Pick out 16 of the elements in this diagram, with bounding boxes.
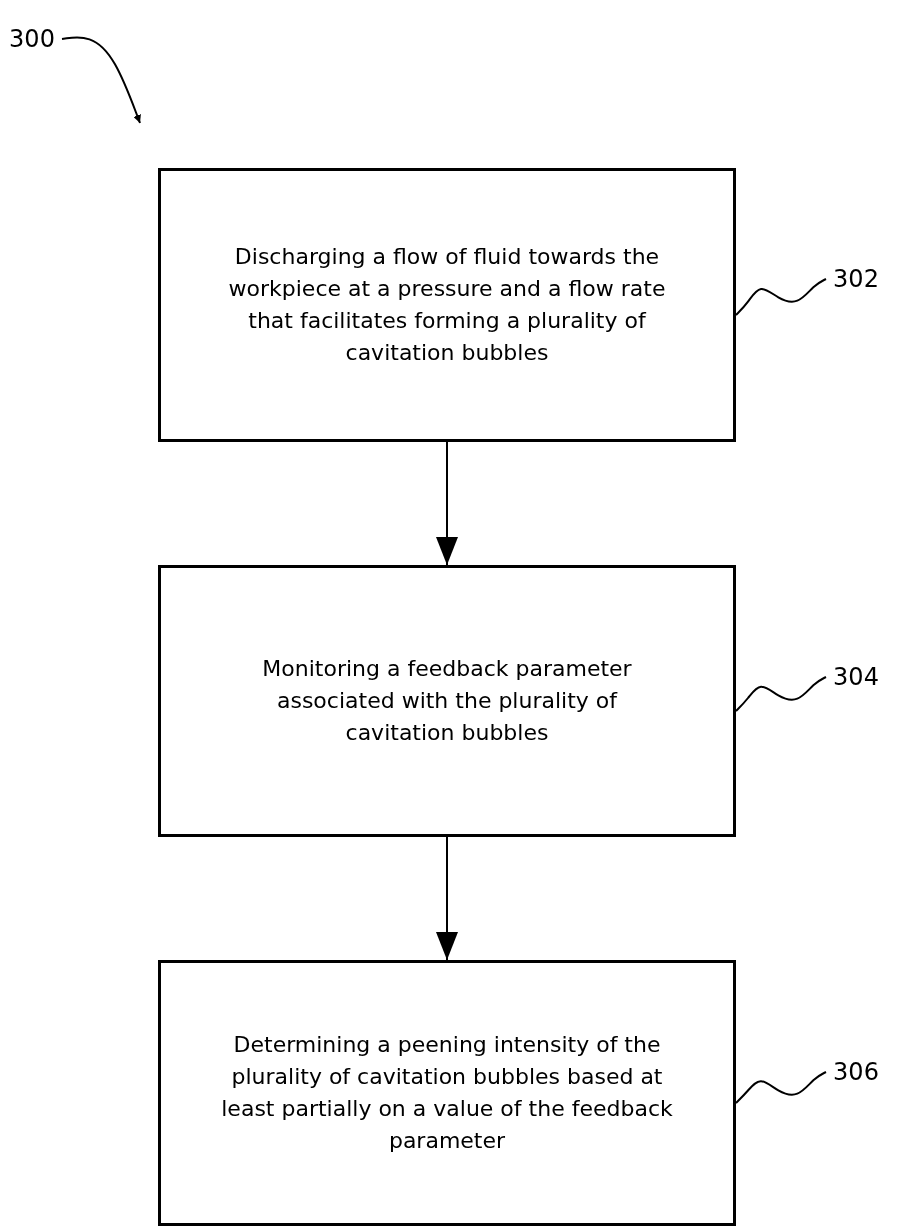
reference-numeral: 300 — [9, 25, 55, 53]
step-text: Determining a peening intensity of the plurality of cavitation bubbles based at least partially on a value of the feedback parameter — [220, 1031, 674, 1155]
process-box — [158, 168, 736, 442]
leader-line — [735, 1071, 827, 1104]
process-box — [158, 960, 736, 1226]
arrow — [436, 441, 458, 566]
reference-numeral: 304 — [833, 663, 879, 691]
arrow — [61, 36, 141, 124]
step-text: Discharging a flow of fluid towards the workpiece at a pressure and a flow rate that facilitates forming a plurality of cavitation bubbles — [227, 243, 667, 367]
arrow — [436, 836, 458, 961]
reference-numeral: 306 — [833, 1058, 879, 1086]
leader-line — [735, 278, 827, 316]
process-box — [158, 565, 736, 837]
reference-numeral: 302 — [833, 265, 879, 293]
step-text: Monitoring a feedback parameter associated with the plurality of cavitation bubbles — [261, 655, 633, 747]
leader-line — [735, 676, 827, 712]
